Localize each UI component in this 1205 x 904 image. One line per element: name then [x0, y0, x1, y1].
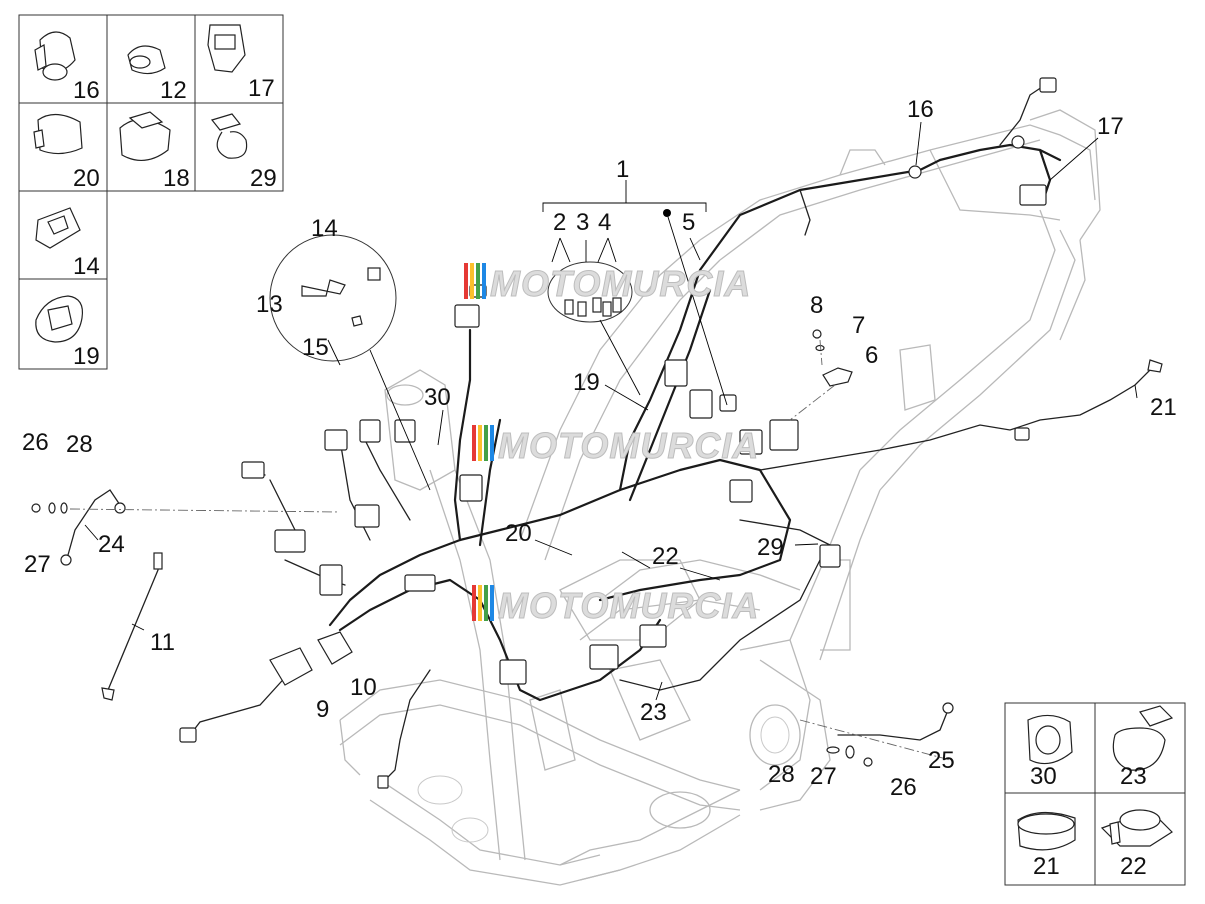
wm-stripe-green	[476, 263, 480, 299]
wm-stripe-blue	[490, 585, 494, 621]
legend-label-30: 30	[1030, 763, 1057, 790]
clip-29-icon	[210, 113, 248, 159]
callout-26-right: 26	[890, 774, 917, 801]
callout-30: 30	[424, 384, 451, 411]
callout-11: 11	[150, 629, 175, 656]
watermark-top: MOTOMURCIA	[464, 263, 751, 305]
callout-labels: 1 2 3 4 5 6 7 8 9 10 11 14 13 15 16 17 1…	[22, 96, 1177, 801]
callout-3: 3	[576, 209, 589, 236]
legend-label-12: 12	[160, 77, 187, 104]
wm-stripe-yellow	[478, 425, 482, 461]
wm-stripe-yellow	[478, 585, 482, 621]
clip-17-icon	[207, 24, 246, 73]
watermark-text: MOTOMURCIA	[490, 263, 751, 304]
callout-25: 25	[928, 747, 955, 774]
clip-22-icon	[1100, 809, 1173, 847]
callout-4: 4	[598, 209, 611, 236]
wm-stripe-yellow	[470, 263, 474, 299]
callout-17: 17	[1097, 113, 1124, 140]
callout-9: 9	[316, 696, 329, 723]
clip-12-icon	[127, 45, 166, 75]
callout-1: 1	[616, 156, 629, 183]
watermark-text: MOTOMURCIA	[498, 585, 759, 626]
legend-left: 16 12 17 20 18 29 14 19	[18, 14, 284, 370]
clip-20-icon	[33, 113, 83, 155]
callout-24: 24	[98, 531, 125, 558]
legend-label-21: 21	[1033, 853, 1060, 880]
leader-lines	[84, 121, 1138, 701]
callout-28-left: 28	[66, 431, 93, 458]
clip-30-icon	[1027, 714, 1073, 765]
detail-circle	[269, 234, 431, 491]
assembly-lines	[69, 339, 951, 761]
wm-stripe-green	[484, 585, 488, 621]
kit-bracket	[542, 180, 728, 406]
callout-21: 21	[1150, 394, 1177, 421]
clip-19-icon	[35, 295, 84, 343]
clip-18-icon	[119, 111, 171, 161]
callout-28-right: 28	[768, 761, 795, 788]
wm-stripe-blue	[490, 425, 494, 461]
callout-15: 15	[302, 334, 329, 361]
callout-5: 5	[682, 209, 695, 236]
wm-stripe-red	[464, 263, 468, 299]
legend-label-17: 17	[248, 75, 275, 102]
wm-stripe-green	[484, 425, 488, 461]
watermark-text: MOTOMURCIA	[498, 425, 759, 466]
legend-label-19: 19	[73, 343, 100, 370]
callout-7: 7	[852, 312, 865, 339]
legend-label-20: 20	[73, 165, 100, 192]
callout-19: 19	[573, 369, 600, 396]
fuse-detail	[547, 261, 641, 396]
legend-label-23: 23	[1120, 763, 1147, 790]
callout-16: 16	[907, 96, 934, 123]
callout-20: 20	[505, 520, 532, 547]
clip-16-icon	[34, 31, 76, 81]
main-wiring-harness	[241, 77, 1151, 789]
legend-label-16: 16	[73, 77, 100, 104]
wm-stripe-blue	[482, 263, 486, 299]
callout-8: 8	[810, 292, 823, 319]
callout-13: 13	[256, 291, 283, 318]
legend-label-22: 22	[1120, 853, 1147, 880]
callout-22: 22	[652, 543, 679, 570]
bullet-dot	[663, 209, 671, 217]
callout-2: 2	[553, 209, 566, 236]
callout-23: 23	[640, 699, 667, 726]
loose-parts	[31, 329, 1163, 767]
legend-label-14: 14	[73, 253, 100, 280]
callout-6: 6	[865, 342, 878, 369]
legend-label-29: 29	[250, 165, 277, 192]
legend-right: 30 23 21 22	[1004, 702, 1186, 886]
callout-26-left: 26	[22, 429, 49, 456]
clip-14-icon	[35, 207, 81, 249]
callout-27-right: 27	[810, 763, 837, 790]
callout-14: 14	[311, 215, 338, 242]
watermark-middle: MOTOMURCIA	[472, 425, 759, 467]
watermark-bottom: MOTOMURCIA	[472, 585, 759, 627]
callout-29: 29	[757, 534, 784, 561]
wm-stripe-red	[472, 425, 476, 461]
scooter-frame	[339, 109, 1101, 886]
clip-21-icon	[1017, 811, 1076, 851]
wm-stripe-red	[472, 585, 476, 621]
legend-label-18: 18	[163, 165, 190, 192]
callout-27-left: 27	[24, 551, 51, 578]
clip-23-icon	[1112, 705, 1174, 771]
callout-10: 10	[350, 674, 377, 701]
